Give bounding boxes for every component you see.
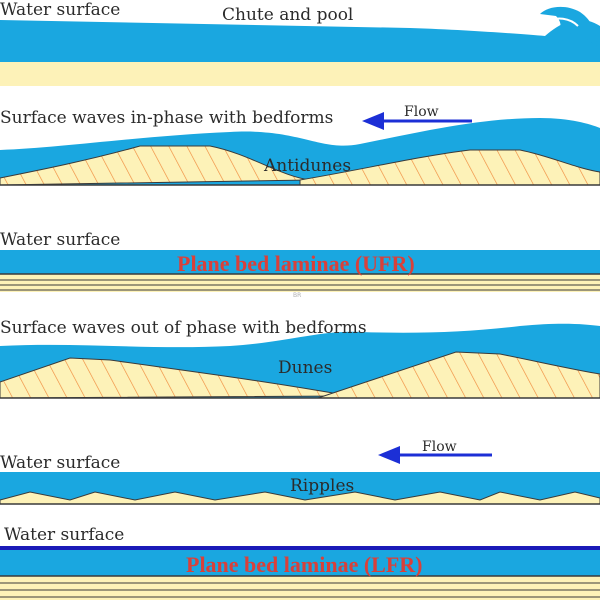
dunes-label: Dunes — [278, 358, 332, 378]
panel-dunes: Surface waves out of phase with bedforms… — [0, 318, 600, 399]
panel-chute-and-pool: Water surface Chute and pool — [0, 0, 600, 86]
panel-plane-bed-lfr: Water surface Plane bed laminae (LFR) — [0, 525, 600, 600]
panel-antidunes: Surface waves in-phase with bedforms Flo… — [0, 104, 600, 186]
panel-ripples: Water surface Flow Ripples — [0, 439, 600, 505]
water-surface-label: Water surface — [0, 453, 120, 473]
antidune-sand-right — [299, 149, 600, 186]
flow-arrow — [378, 446, 492, 464]
small-mark: BR — [293, 292, 301, 299]
ripple-train — [0, 491, 600, 505]
flow-arrow — [362, 112, 472, 130]
antidunes-caption: Surface waves in-phase with bedforms — [0, 108, 333, 128]
flow-label: Flow — [404, 104, 439, 120]
sand-laminae — [0, 274, 600, 292]
wave-inner-curl — [547, 17, 579, 27]
antidunes-label: Antidunes — [263, 156, 351, 176]
water-surface-label: Water surface — [0, 230, 120, 250]
water-layer — [0, 550, 600, 576]
ripples-label: Ripples — [290, 476, 354, 496]
flow-label: Flow — [422, 439, 457, 455]
water-surface-label: Water surface — [0, 0, 120, 20]
dunes-caption: Surface waves out of phase with bedforms — [0, 318, 367, 338]
breaking-wave — [540, 6, 597, 49]
plane-bed-ufr-label: Plane bed laminae (UFR) — [177, 251, 415, 276]
water-layer — [0, 250, 600, 274]
chute-pool-title: Chute and pool — [222, 5, 353, 25]
sand-bed — [0, 62, 600, 86]
sand-laminae — [0, 576, 600, 600]
plane-bed-lfr-label: Plane bed laminae (LFR) — [186, 552, 423, 577]
water-body — [0, 19, 600, 62]
antidune-sand-left — [0, 145, 311, 186]
water-surface-label: Water surface — [4, 525, 124, 545]
panel-plane-bed-ufr: Water surface Plane bed laminae (UFR) BR — [0, 230, 600, 299]
